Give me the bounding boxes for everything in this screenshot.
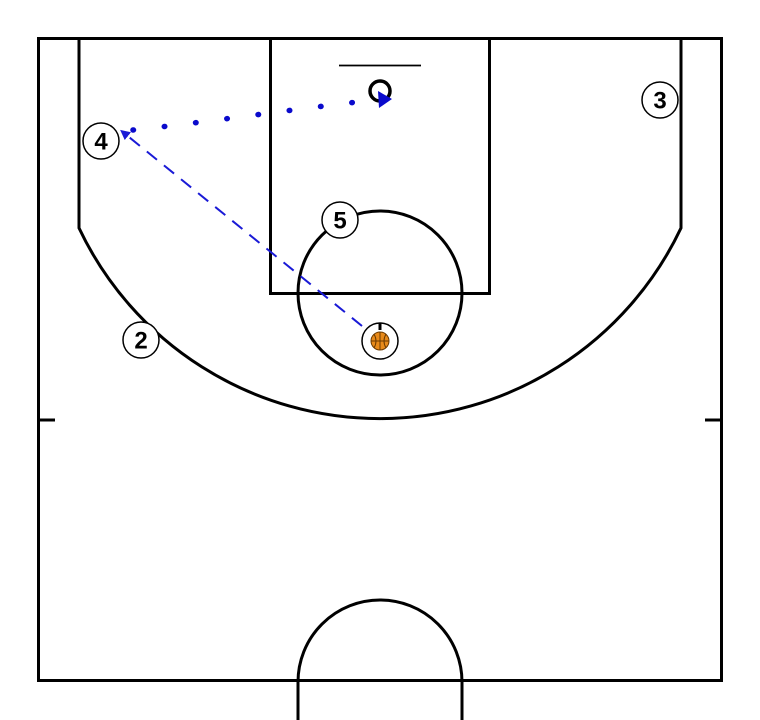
player-3-label: 3 (653, 88, 666, 115)
player-3-marker (641, 81, 679, 119)
free-throw-circle (296, 209, 464, 377)
player-5: 5 (321, 201, 359, 239)
player-1-with-ball (361, 322, 399, 360)
player-4-label: 4 (94, 129, 108, 156)
player-2: 2 (122, 321, 160, 359)
three-point-line (77, 38, 683, 421)
dribble-arrowhead-icon (378, 91, 392, 108)
player-5-marker (321, 201, 359, 239)
player-4-marker (82, 122, 120, 160)
pass-line (120, 129, 363, 327)
play-actions (120, 91, 392, 327)
court-lines (37, 37, 723, 720)
paint-lane (269, 37, 491, 295)
center-circle (296, 598, 464, 720)
player-5-label: 5 (333, 208, 346, 235)
player-4: 4 (82, 122, 120, 160)
players: 2 3 4 5 (82, 81, 679, 360)
basketball-icon (370, 331, 390, 351)
player-3: 3 (641, 81, 679, 119)
player-2-marker (122, 321, 160, 359)
dribble-line (130, 96, 387, 133)
player-2-label: 2 (134, 328, 147, 355)
